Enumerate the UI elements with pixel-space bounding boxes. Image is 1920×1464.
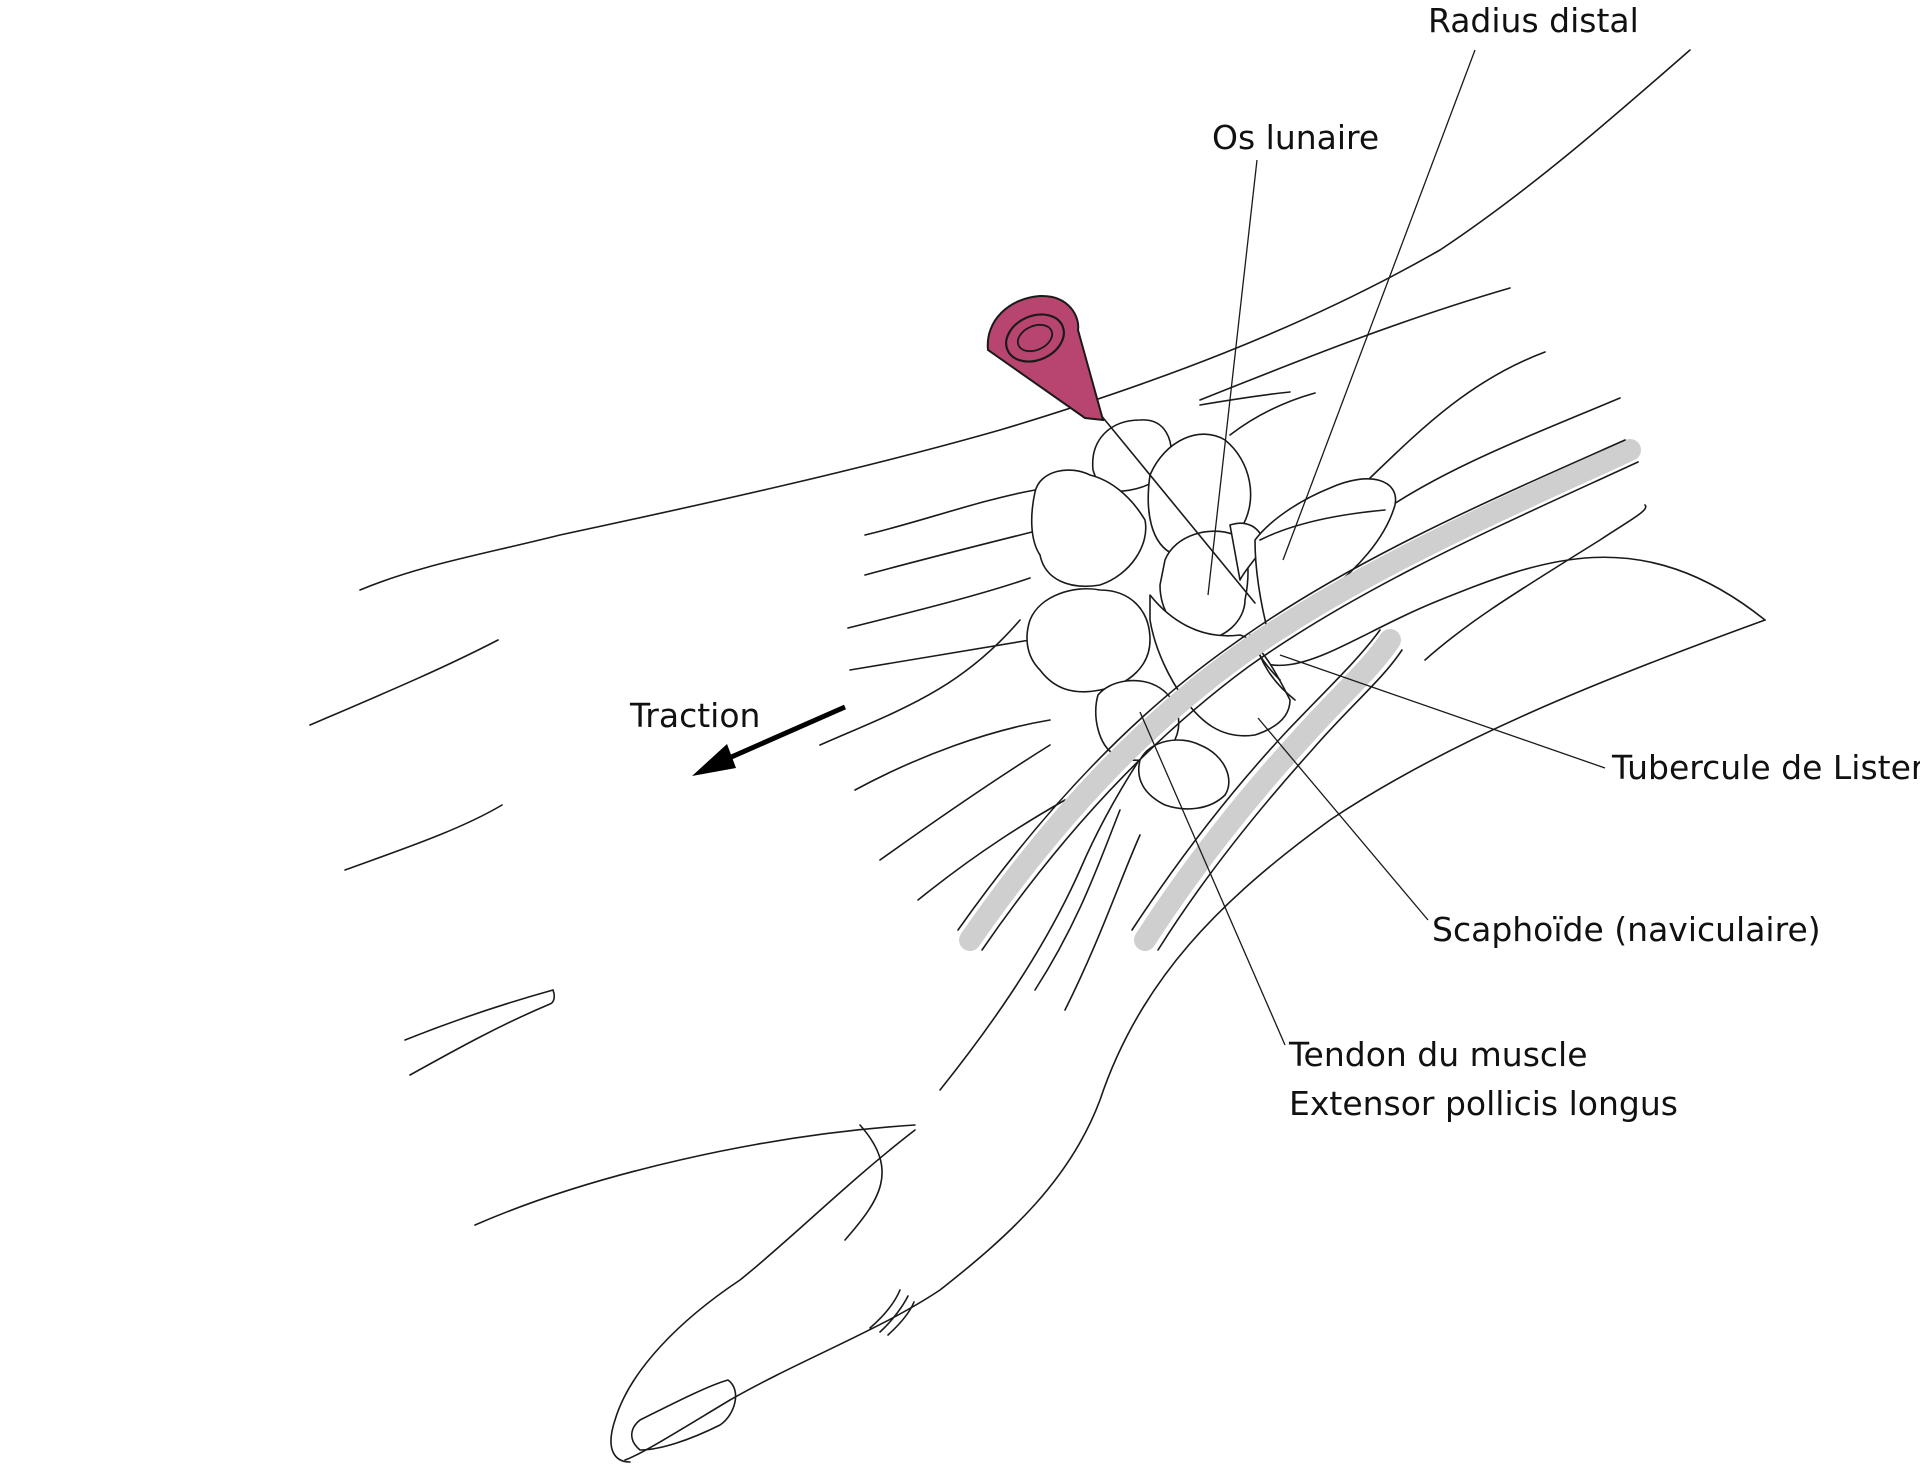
first-metacarpal-base xyxy=(1138,739,1230,810)
label-scaphoide: Scaphoïde (naviculaire) xyxy=(1432,910,1821,949)
label-traction: Traction xyxy=(629,696,760,735)
label-tubercule-lister: Tubercule de Lister xyxy=(1611,748,1920,787)
capitate-bone xyxy=(1030,469,1147,587)
trapezium-bone xyxy=(1026,588,1151,693)
labels: Radius distal Os lunaire Traction Tuberc… xyxy=(629,1,1920,1123)
hand-outline xyxy=(309,49,1766,1463)
tendon-epl-leader xyxy=(1139,711,1286,1046)
label-os-lunaire: Os lunaire xyxy=(1212,118,1379,157)
label-radius-distal: Radius distal xyxy=(1428,1,1639,40)
carpal-bones xyxy=(1026,391,1397,810)
scaphoide-leader xyxy=(1257,717,1429,921)
label-tendon-line2: Extensor pollicis longus xyxy=(1289,1084,1678,1123)
traction-arrow-icon xyxy=(692,704,847,776)
tubercule-lister-leader xyxy=(1279,654,1606,769)
os-lunaire-leader xyxy=(1207,159,1258,596)
metacarpals xyxy=(819,489,1141,1011)
needle-hub-icon xyxy=(986,294,1256,604)
leader-lines xyxy=(1139,49,1606,1046)
radius-distal-leader xyxy=(1282,49,1476,561)
label-tendon-line1: Tendon du muscle xyxy=(1288,1035,1588,1074)
